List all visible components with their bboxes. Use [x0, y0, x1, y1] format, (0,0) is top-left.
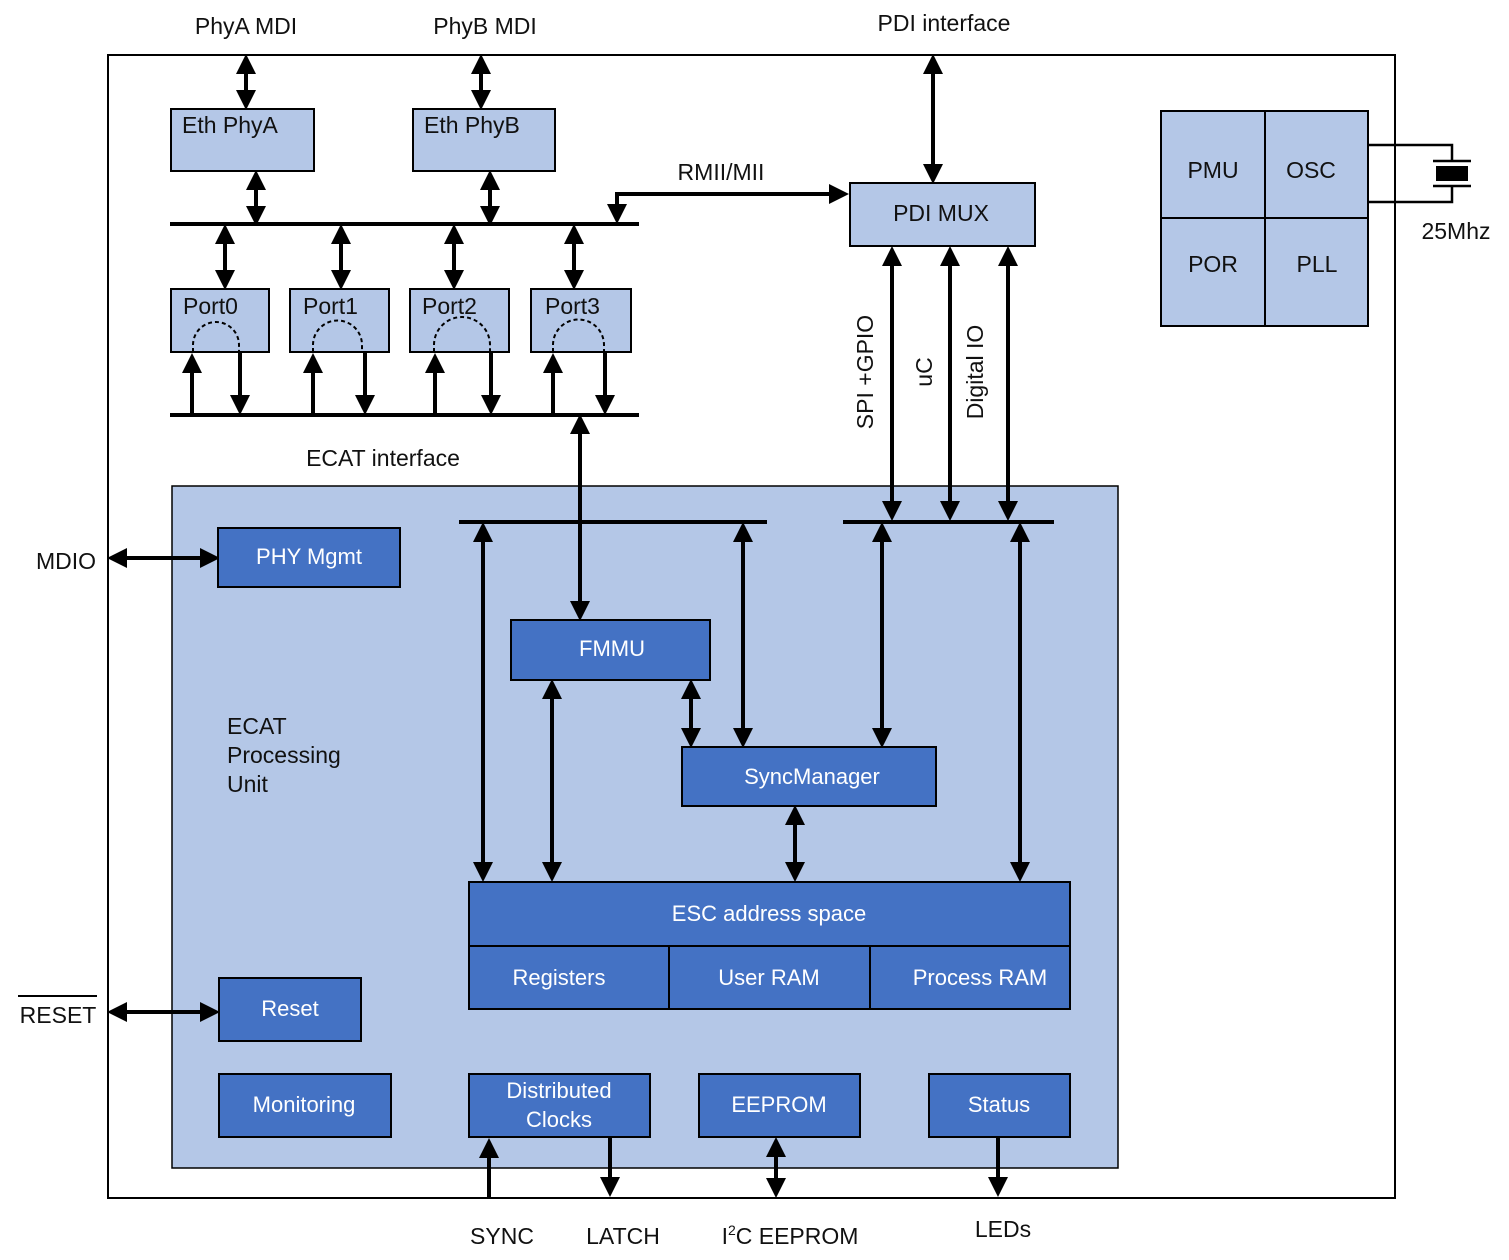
- sync-label: SYNC: [470, 1223, 534, 1249]
- eth-phya-block: [170, 108, 315, 172]
- pdi-interface-label: PDI interface: [878, 10, 1011, 36]
- pmu-label: PMU: [1187, 157, 1238, 183]
- port2-label: Port2: [422, 293, 477, 319]
- port0-block: Port0: [170, 288, 270, 353]
- reset-block: [218, 977, 362, 1042]
- esc-address-space-block: [468, 881, 1071, 947]
- process-ram-label: Process RAM: [913, 965, 1047, 990]
- osc-label: OSC: [1286, 157, 1336, 183]
- fmmu-block: [510, 619, 711, 681]
- i2c-eeprom-label: I2C EEPROM: [722, 1222, 859, 1249]
- rmii-mii-label: RMII/MII: [678, 159, 765, 185]
- eth-phyb-label: Eth PhyB: [424, 112, 520, 138]
- port3-block: Port3: [530, 288, 632, 353]
- monitoring-block: [218, 1073, 392, 1138]
- uc-label: uC: [911, 357, 937, 386]
- reset-block-label: Reset: [261, 996, 318, 1021]
- epu-title-line3: Unit: [227, 771, 269, 797]
- port3-label: Port3: [545, 293, 600, 319]
- phy-mgmt-label: PHY Mgmt: [256, 544, 362, 569]
- crystal-frequency-label: 25Mhz: [1421, 218, 1490, 244]
- user-ram-label: User RAM: [718, 965, 819, 990]
- eth-phya-label: Eth PhyA: [182, 112, 279, 138]
- por-block: [1160, 217, 1266, 327]
- pdi-mux-block: [849, 182, 1036, 247]
- crystal-icon: [1368, 143, 1471, 204]
- syncmanager-block: [681, 746, 937, 807]
- pll-label: PLL: [1297, 251, 1338, 277]
- port2-block: Port2: [409, 288, 510, 353]
- epu-title-line1: ECAT: [227, 713, 287, 739]
- digital-io-label: Digital IO: [962, 325, 988, 420]
- status-block: [928, 1073, 1071, 1138]
- status-label: Status: [968, 1092, 1030, 1117]
- distributed-clocks-block: [468, 1073, 651, 1138]
- pll-block: [1264, 217, 1369, 327]
- syncmanager-label: SyncManager: [744, 764, 880, 789]
- phya-mdi-label: PhyA MDI: [195, 13, 297, 39]
- fmmu-label: FMMU: [579, 636, 645, 661]
- port1-label: Port1: [303, 293, 358, 319]
- ecat-processing-unit-region: [171, 485, 1119, 1169]
- phyb-mdi-label: PhyB MDI: [433, 13, 537, 39]
- rmii-connector: [607, 184, 849, 224]
- phy-mgmt-block: [217, 527, 401, 588]
- pdi-mux-label: PDI MUX: [893, 200, 989, 226]
- registers-label: Registers: [513, 965, 606, 990]
- leds-label: LEDs: [975, 1216, 1031, 1242]
- por-label: POR: [1188, 251, 1238, 277]
- ecat-interface-label: ECAT interface: [306, 445, 460, 471]
- distributed-clocks-label-line2: Clocks: [526, 1107, 592, 1132]
- reset-pin-label: RESET: [20, 1002, 97, 1028]
- eeprom-label: EEPROM: [731, 1092, 826, 1117]
- pmu-block: [1160, 110, 1266, 219]
- user-ram-block: [668, 945, 871, 1010]
- spi-gpio-label: SPI +GPIO: [852, 315, 878, 429]
- epu-title-line2: Processing: [227, 742, 341, 768]
- process-ram-block: [869, 945, 1071, 1010]
- distributed-clocks-label-line1: Distributed: [506, 1078, 611, 1103]
- eeprom-block: [698, 1073, 861, 1138]
- osc-block: [1264, 110, 1369, 219]
- port1-block: Port1: [289, 288, 390, 353]
- monitoring-label: Monitoring: [253, 1092, 356, 1117]
- port0-label: Port0: [183, 293, 238, 319]
- latch-label: LATCH: [586, 1223, 660, 1249]
- esc-address-space-label: ESC address space: [672, 901, 866, 926]
- mdio-label: MDIO: [36, 548, 96, 574]
